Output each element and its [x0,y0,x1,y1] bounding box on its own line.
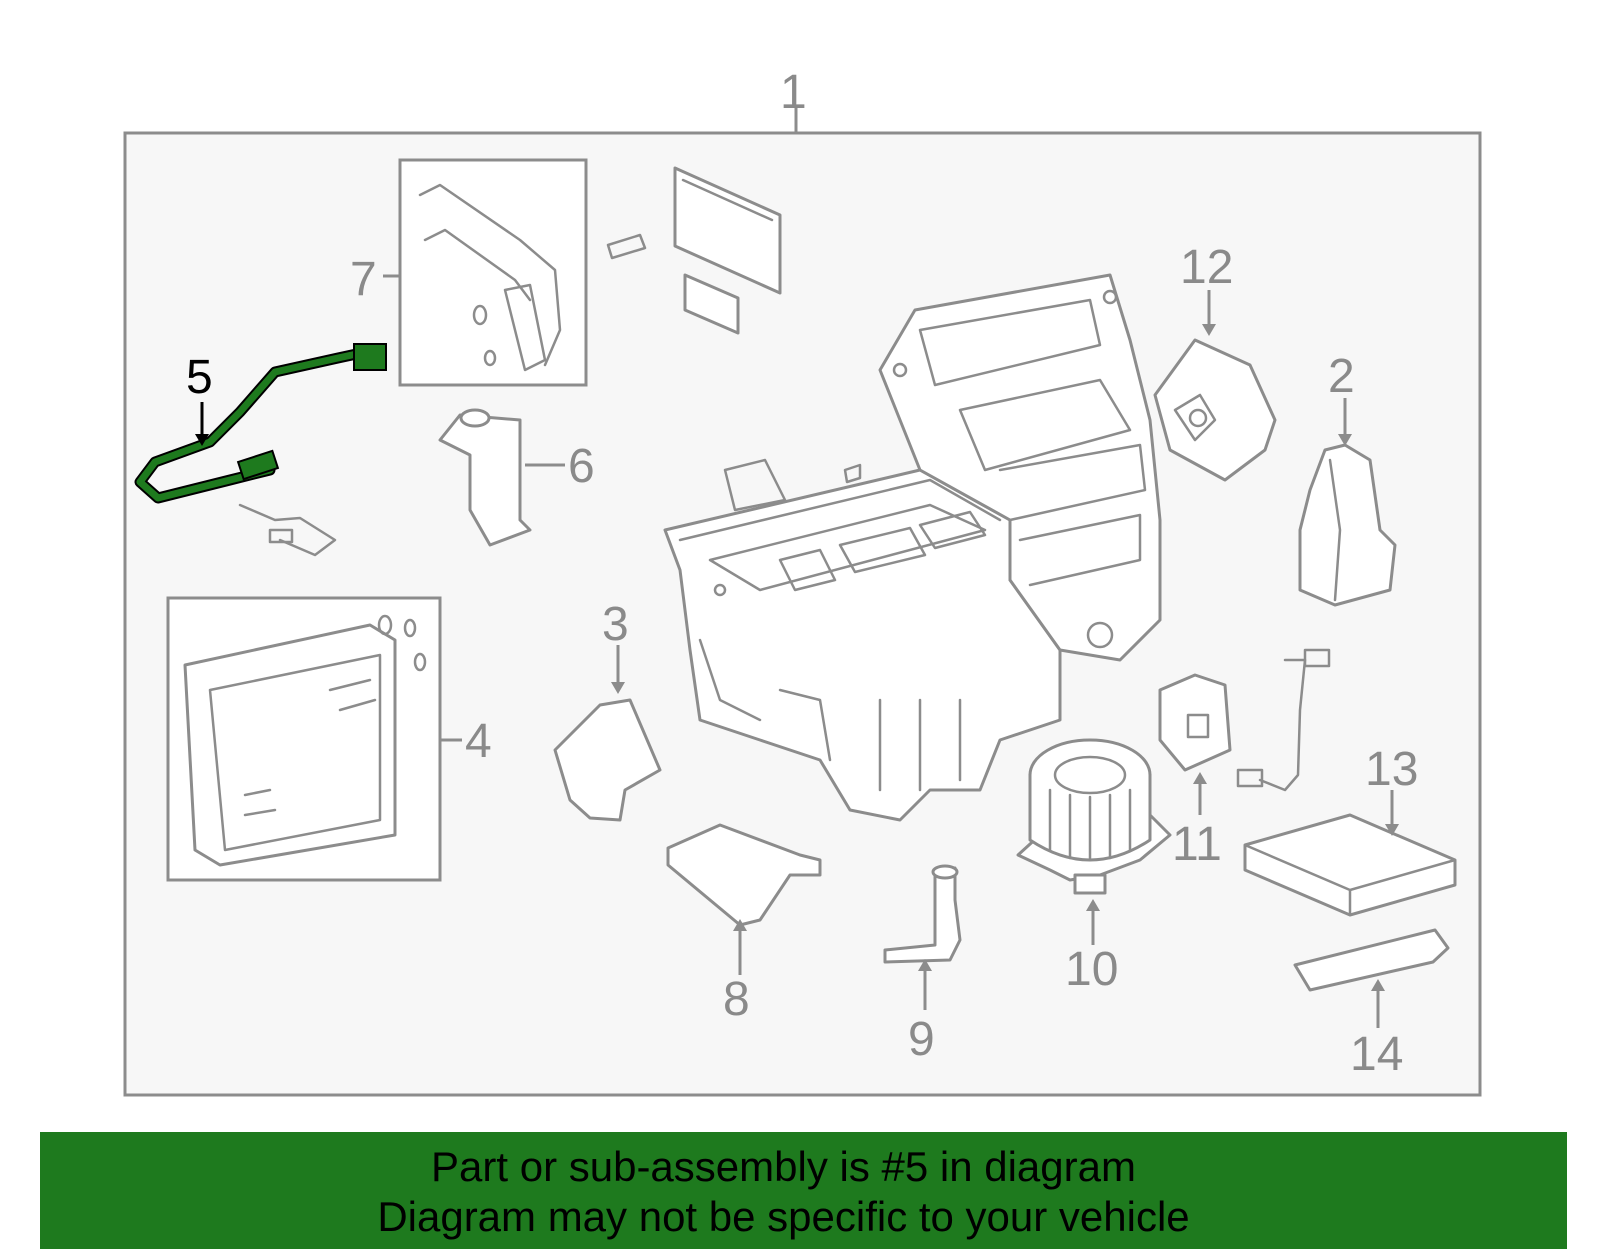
part-3-duct[interactable] [553,645,662,822]
callout-12: 12 [1180,241,1233,294]
wire-harness [1236,648,1331,792]
part-7-heater-core[interactable] [383,158,588,387]
banner-line-1: Part or sub-assembly is #5 in diagram [431,1143,1136,1190]
callout-1: 1 [780,66,807,119]
callout-13: 13 [1365,743,1418,796]
part-2-duct[interactable] [1298,398,1397,607]
part-4-evaporator[interactable] [166,596,462,882]
callout-5: 5 [186,351,213,404]
part-10-blower-motor[interactable] [1016,738,1172,945]
part-14-filter-cover[interactable] [1293,928,1450,1028]
callout-3: 3 [602,598,629,651]
callout-8: 8 [723,973,750,1026]
part-9-drain-hose[interactable] [883,864,962,1010]
part-11-resistor[interactable] [1158,673,1232,815]
part-8-duct[interactable] [666,823,822,975]
callout-10: 10 [1065,943,1118,996]
callout-7: 7 [350,253,377,306]
callout-4: 4 [465,715,492,768]
filter-top [606,166,782,335]
callout-11: 11 [1172,818,1222,871]
sensor-small [238,503,337,557]
part-6-actuator[interactable] [438,408,565,547]
part-5-highlighted[interactable] [134,343,387,504]
callout-6: 6 [568,440,595,493]
callout-9: 9 [908,1013,935,1066]
part-1-hvac-housing[interactable] [663,273,1162,822]
callout-2: 2 [1328,350,1355,403]
part-13-cabin-filter[interactable] [1243,790,1457,917]
info-banner: Part or sub-assembly is #5 in diagram Di… [40,1132,1567,1249]
callout-14: 14 [1350,1028,1403,1081]
part-12-actuator[interactable] [1153,290,1277,482]
banner-line-2: Diagram may not be specific to your vehi… [377,1193,1190,1240]
